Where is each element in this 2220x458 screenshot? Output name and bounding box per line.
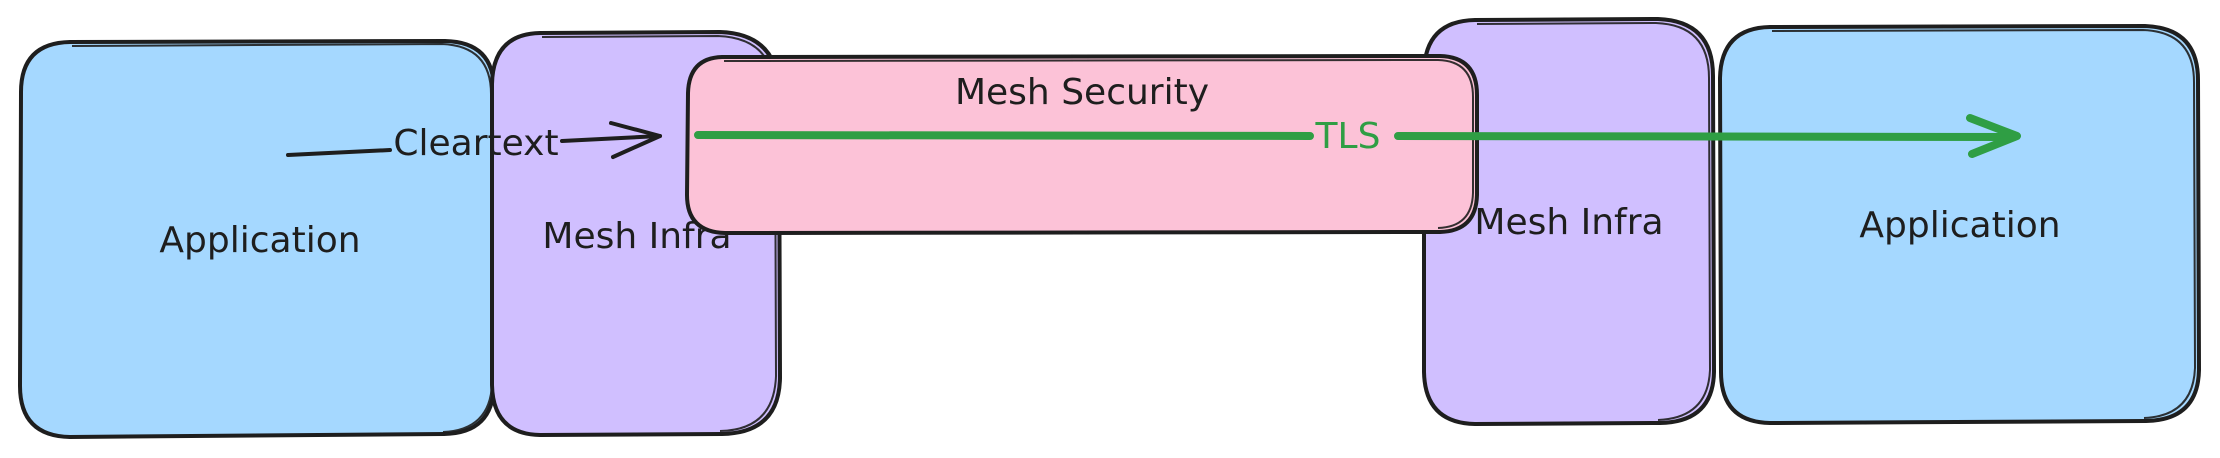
edge-cleartext[interactable]: Cleartext <box>286 121 662 164</box>
node-security[interactable]: Mesh Security <box>684 53 1479 236</box>
app-left-label: Application <box>159 220 360 261</box>
cleartext-label: Cleartext <box>393 123 558 164</box>
edge-tls[interactable]: TLS <box>694 114 2021 158</box>
cleartext-line-right <box>560 134 662 143</box>
tls-line-right <box>1394 132 2018 141</box>
security-label: Mesh Security <box>955 72 1209 113</box>
app-right-label: Application <box>1859 205 2060 246</box>
cleartext-line-left <box>286 148 392 157</box>
cleartext-arrowhead <box>609 121 662 159</box>
infra-right-label: Mesh Infra <box>1474 202 1663 243</box>
tls-line-left <box>694 131 1314 140</box>
node-app-left[interactable]: Application <box>17 38 497 440</box>
tls-label: TLS <box>1315 116 1381 157</box>
node-app-right[interactable]: Application <box>1717 23 2202 426</box>
tls-arrowhead <box>1966 114 2021 158</box>
node-infra-right[interactable]: Mesh Infra <box>1422 16 1717 427</box>
